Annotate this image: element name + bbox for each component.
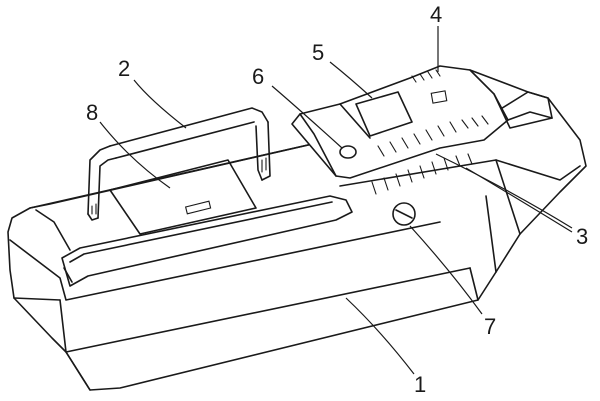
display-window — [355, 91, 413, 137]
carry-handle — [87, 107, 271, 221]
leader-6 — [271, 85, 343, 149]
power-button — [339, 145, 357, 159]
leader-7 — [409, 225, 483, 315]
probe-front — [469, 69, 553, 129]
leader-2 — [133, 79, 187, 129]
adjust-knob — [392, 202, 416, 226]
label-8: 8 — [86, 100, 98, 125]
label-7: 7 — [484, 314, 496, 339]
leader-1 — [345, 297, 415, 375]
label-6: 6 — [252, 64, 264, 89]
label-1: 1 — [414, 372, 426, 397]
control-module — [291, 65, 553, 179]
leader-3b — [465, 167, 573, 233]
indicator-slot — [430, 90, 448, 104]
top-panel — [109, 159, 257, 235]
side-vents — [371, 153, 473, 195]
label-2: 2 — [118, 56, 130, 81]
reference-numerals: 1 2 3 4 5 6 7 8 — [86, 2, 588, 397]
label-4: 4 — [430, 2, 442, 27]
leader-lines — [99, 26, 573, 375]
device-body — [7, 91, 587, 391]
top-vents — [377, 69, 489, 157]
leader-3a — [435, 153, 573, 229]
leader-8 — [99, 121, 171, 189]
label-5: 5 — [312, 40, 324, 65]
label-3: 3 — [576, 224, 588, 249]
handle-groove — [61, 195, 353, 287]
leader-5 — [329, 61, 373, 99]
